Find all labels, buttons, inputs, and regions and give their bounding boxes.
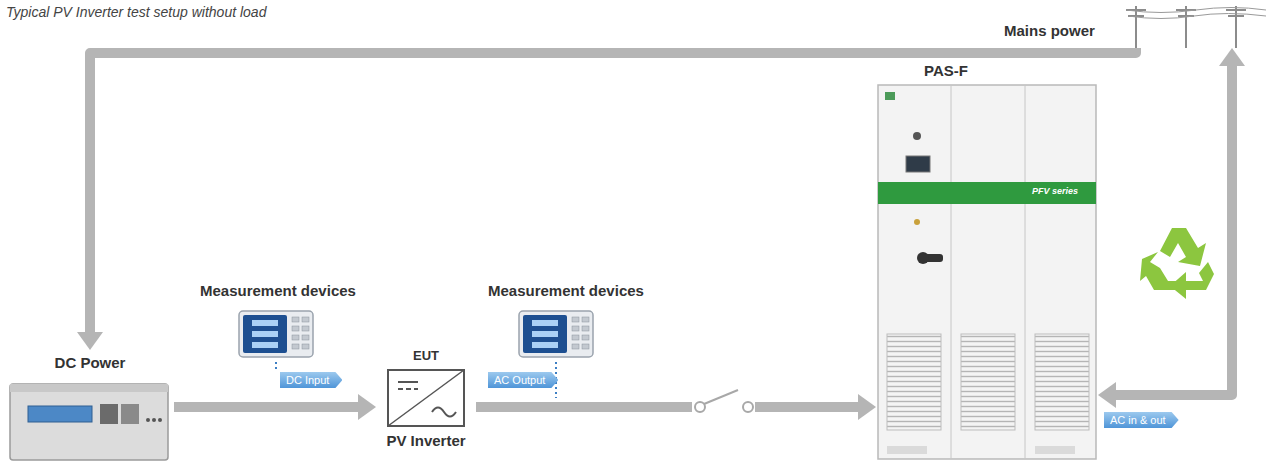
dc-source-drawing	[8, 382, 170, 462]
node-label: PV Inverter	[376, 432, 476, 449]
signal-tag: AC Output	[488, 372, 558, 388]
node-label: Measurement devices	[200, 282, 356, 299]
pv-inverter: EUT PV Inverter	[376, 348, 476, 456]
recycle-icon	[1140, 228, 1214, 299]
grid-simulator-cabinet: PAS-F	[876, 62, 1098, 462]
measurement-device: Measurement devices	[200, 282, 368, 362]
signal-tag: DC Input	[280, 372, 342, 388]
power-flow-arrow	[174, 394, 376, 420]
series-label: PFV series	[1032, 186, 1078, 196]
measurement-device: Measurement devices	[488, 282, 656, 362]
signal-tag: AC in & out	[1104, 412, 1179, 428]
switch-symbol	[695, 390, 753, 412]
mains-grid: Mains power	[1000, 2, 1266, 48]
power-pole-icon	[1106, 2, 1266, 48]
power-meter-icon	[518, 310, 594, 358]
dc-power-supply: DC Power	[6, 350, 174, 462]
node-label: Mains power	[1004, 22, 1095, 39]
power-meter-icon	[238, 310, 314, 358]
power-flow-arrow	[1098, 48, 1245, 408]
node-label: DC Power	[6, 354, 174, 371]
node-label: EUT	[376, 348, 476, 363]
power-flow-arrow	[476, 394, 876, 420]
diagram-title: Typical PV Inverter test setup without l…	[6, 4, 266, 20]
inverter-symbol	[386, 368, 466, 428]
cabinet-drawing	[877, 84, 1097, 460]
node-label: Measurement devices	[488, 282, 644, 299]
leader-line	[275, 362, 277, 370]
node-label: PAS-F	[924, 62, 968, 79]
